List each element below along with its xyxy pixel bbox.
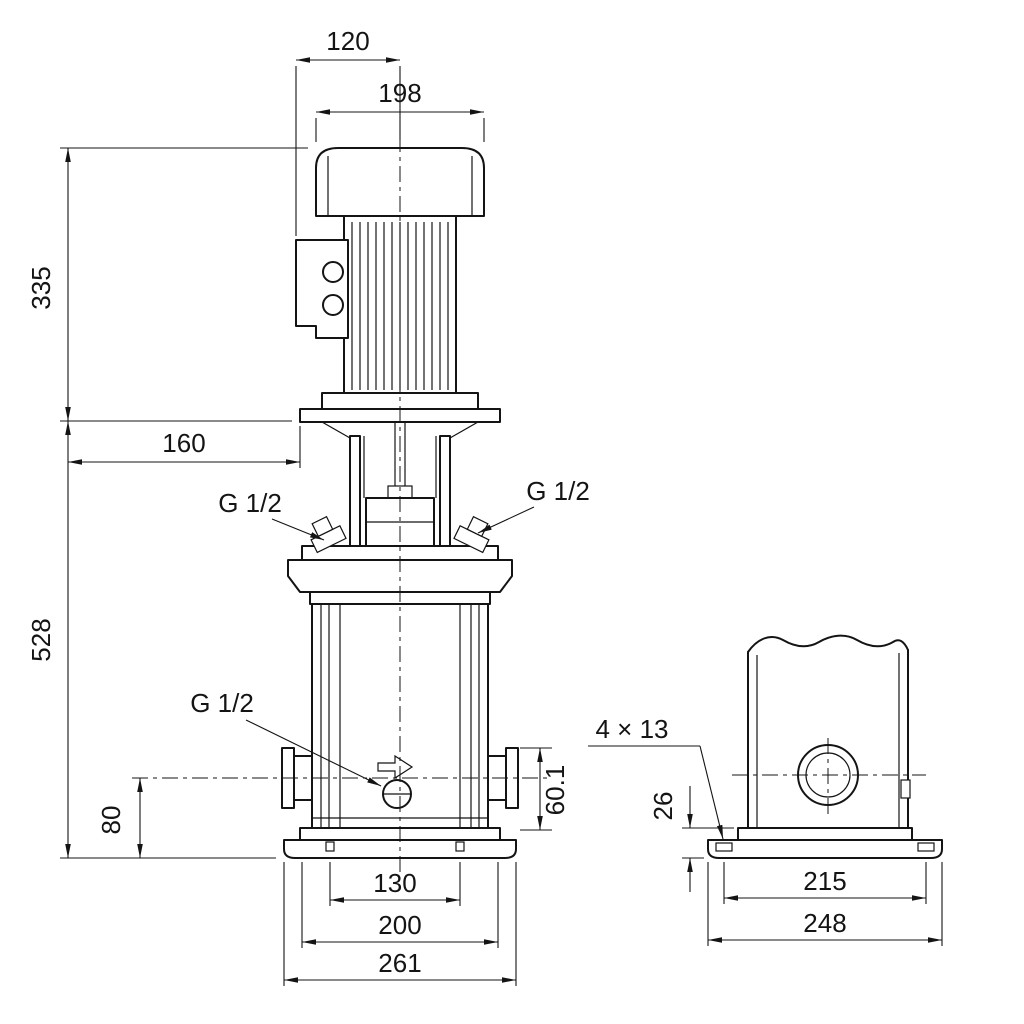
coupling-guard-left xyxy=(349,435,361,557)
flow-direction-arrow xyxy=(377,754,414,780)
dim-port-flange-height-label: 60.1 xyxy=(540,765,570,816)
base-bolt-mark xyxy=(325,841,335,852)
leader-bolt-holes xyxy=(699,745,724,840)
pump-head-flange xyxy=(287,559,513,593)
dim-base-hole-spacing-front-label: 130 xyxy=(373,868,416,898)
base-plate-side xyxy=(737,827,913,841)
terminal-box xyxy=(295,239,349,339)
leader-head-port-left xyxy=(271,518,325,541)
dim-motor-top-width-label: 120 xyxy=(326,26,369,56)
leader-head-port-right xyxy=(477,506,535,534)
dimension-annotations: 120 198 335 528 160 G 1/2 G 1/2 G 1/2 60 xyxy=(26,26,943,986)
vent-plug-left xyxy=(310,515,347,554)
base-bolt-slot xyxy=(715,842,733,852)
dim-base-width-side-label: 248 xyxy=(803,908,846,938)
dim-head-port-right-label: G 1/2 xyxy=(526,476,590,506)
dim-coupling-width-label: 160 xyxy=(162,428,205,458)
centerlines xyxy=(132,136,926,872)
dim-head-port-left-label: G 1/2 xyxy=(218,488,282,518)
motor-cooling-fins xyxy=(351,222,449,390)
dim-base-hole-spacing-side-label: 215 xyxy=(803,866,846,896)
dim-port-center-height-label: 80 xyxy=(96,806,126,835)
staybolts xyxy=(320,604,480,828)
dim-motor-width-label: 198 xyxy=(378,78,421,108)
dim-motor-height-label: 335 xyxy=(26,266,56,309)
cable-entry-hole xyxy=(322,294,344,316)
leader-drain-port xyxy=(245,719,382,787)
dim-bolt-holes-label: 4 × 13 xyxy=(595,714,668,744)
dim-base-width-front-label: 261 xyxy=(378,948,421,978)
base-bolt-slot xyxy=(917,842,935,852)
coupling-guard-right xyxy=(439,435,451,557)
dim-base-height-label: 26 xyxy=(648,792,678,821)
side-view xyxy=(707,634,943,859)
base-bolt-mark xyxy=(455,841,465,852)
dim-pump-height-label: 528 xyxy=(26,618,56,661)
dim-drain-port-label: G 1/2 xyxy=(190,688,254,718)
side-body-break-line xyxy=(747,634,909,653)
base-flange-side xyxy=(707,839,943,859)
cable-entry-hole xyxy=(322,261,344,283)
nameplate-clip xyxy=(900,779,911,799)
dim-base-plate-width-front-label: 200 xyxy=(378,910,421,940)
